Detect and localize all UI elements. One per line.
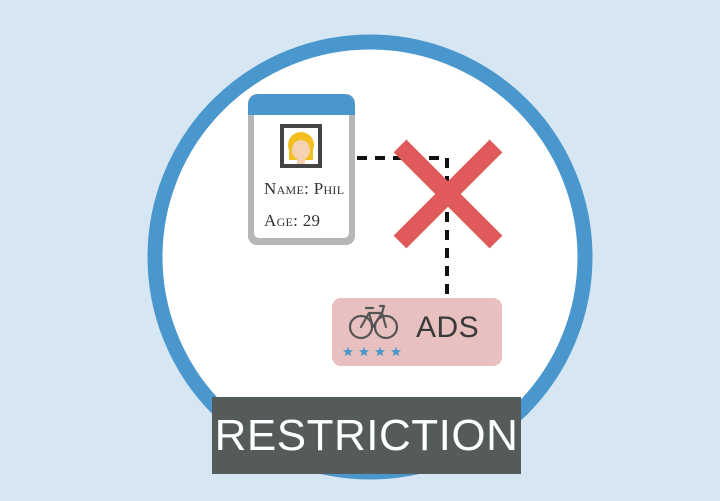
ad-box xyxy=(332,298,502,366)
profile-name: Name: Phil xyxy=(264,179,345,198)
rating-stars xyxy=(342,346,402,357)
restriction-banner: RESTRICTION xyxy=(212,397,521,474)
star-icon xyxy=(342,346,354,357)
banner-label: RESTRICTION xyxy=(214,410,519,460)
star-icon xyxy=(390,346,402,357)
bicycle-icon xyxy=(348,304,399,340)
user-avatar-icon xyxy=(280,124,322,168)
profile-card xyxy=(248,94,355,245)
block-cross-icon xyxy=(393,139,503,249)
ads-label: ADS xyxy=(416,311,480,344)
star-icon xyxy=(358,346,370,357)
profile-age: Age: 29 xyxy=(264,211,321,230)
connector-lines xyxy=(357,156,449,300)
star-icon xyxy=(374,346,386,357)
